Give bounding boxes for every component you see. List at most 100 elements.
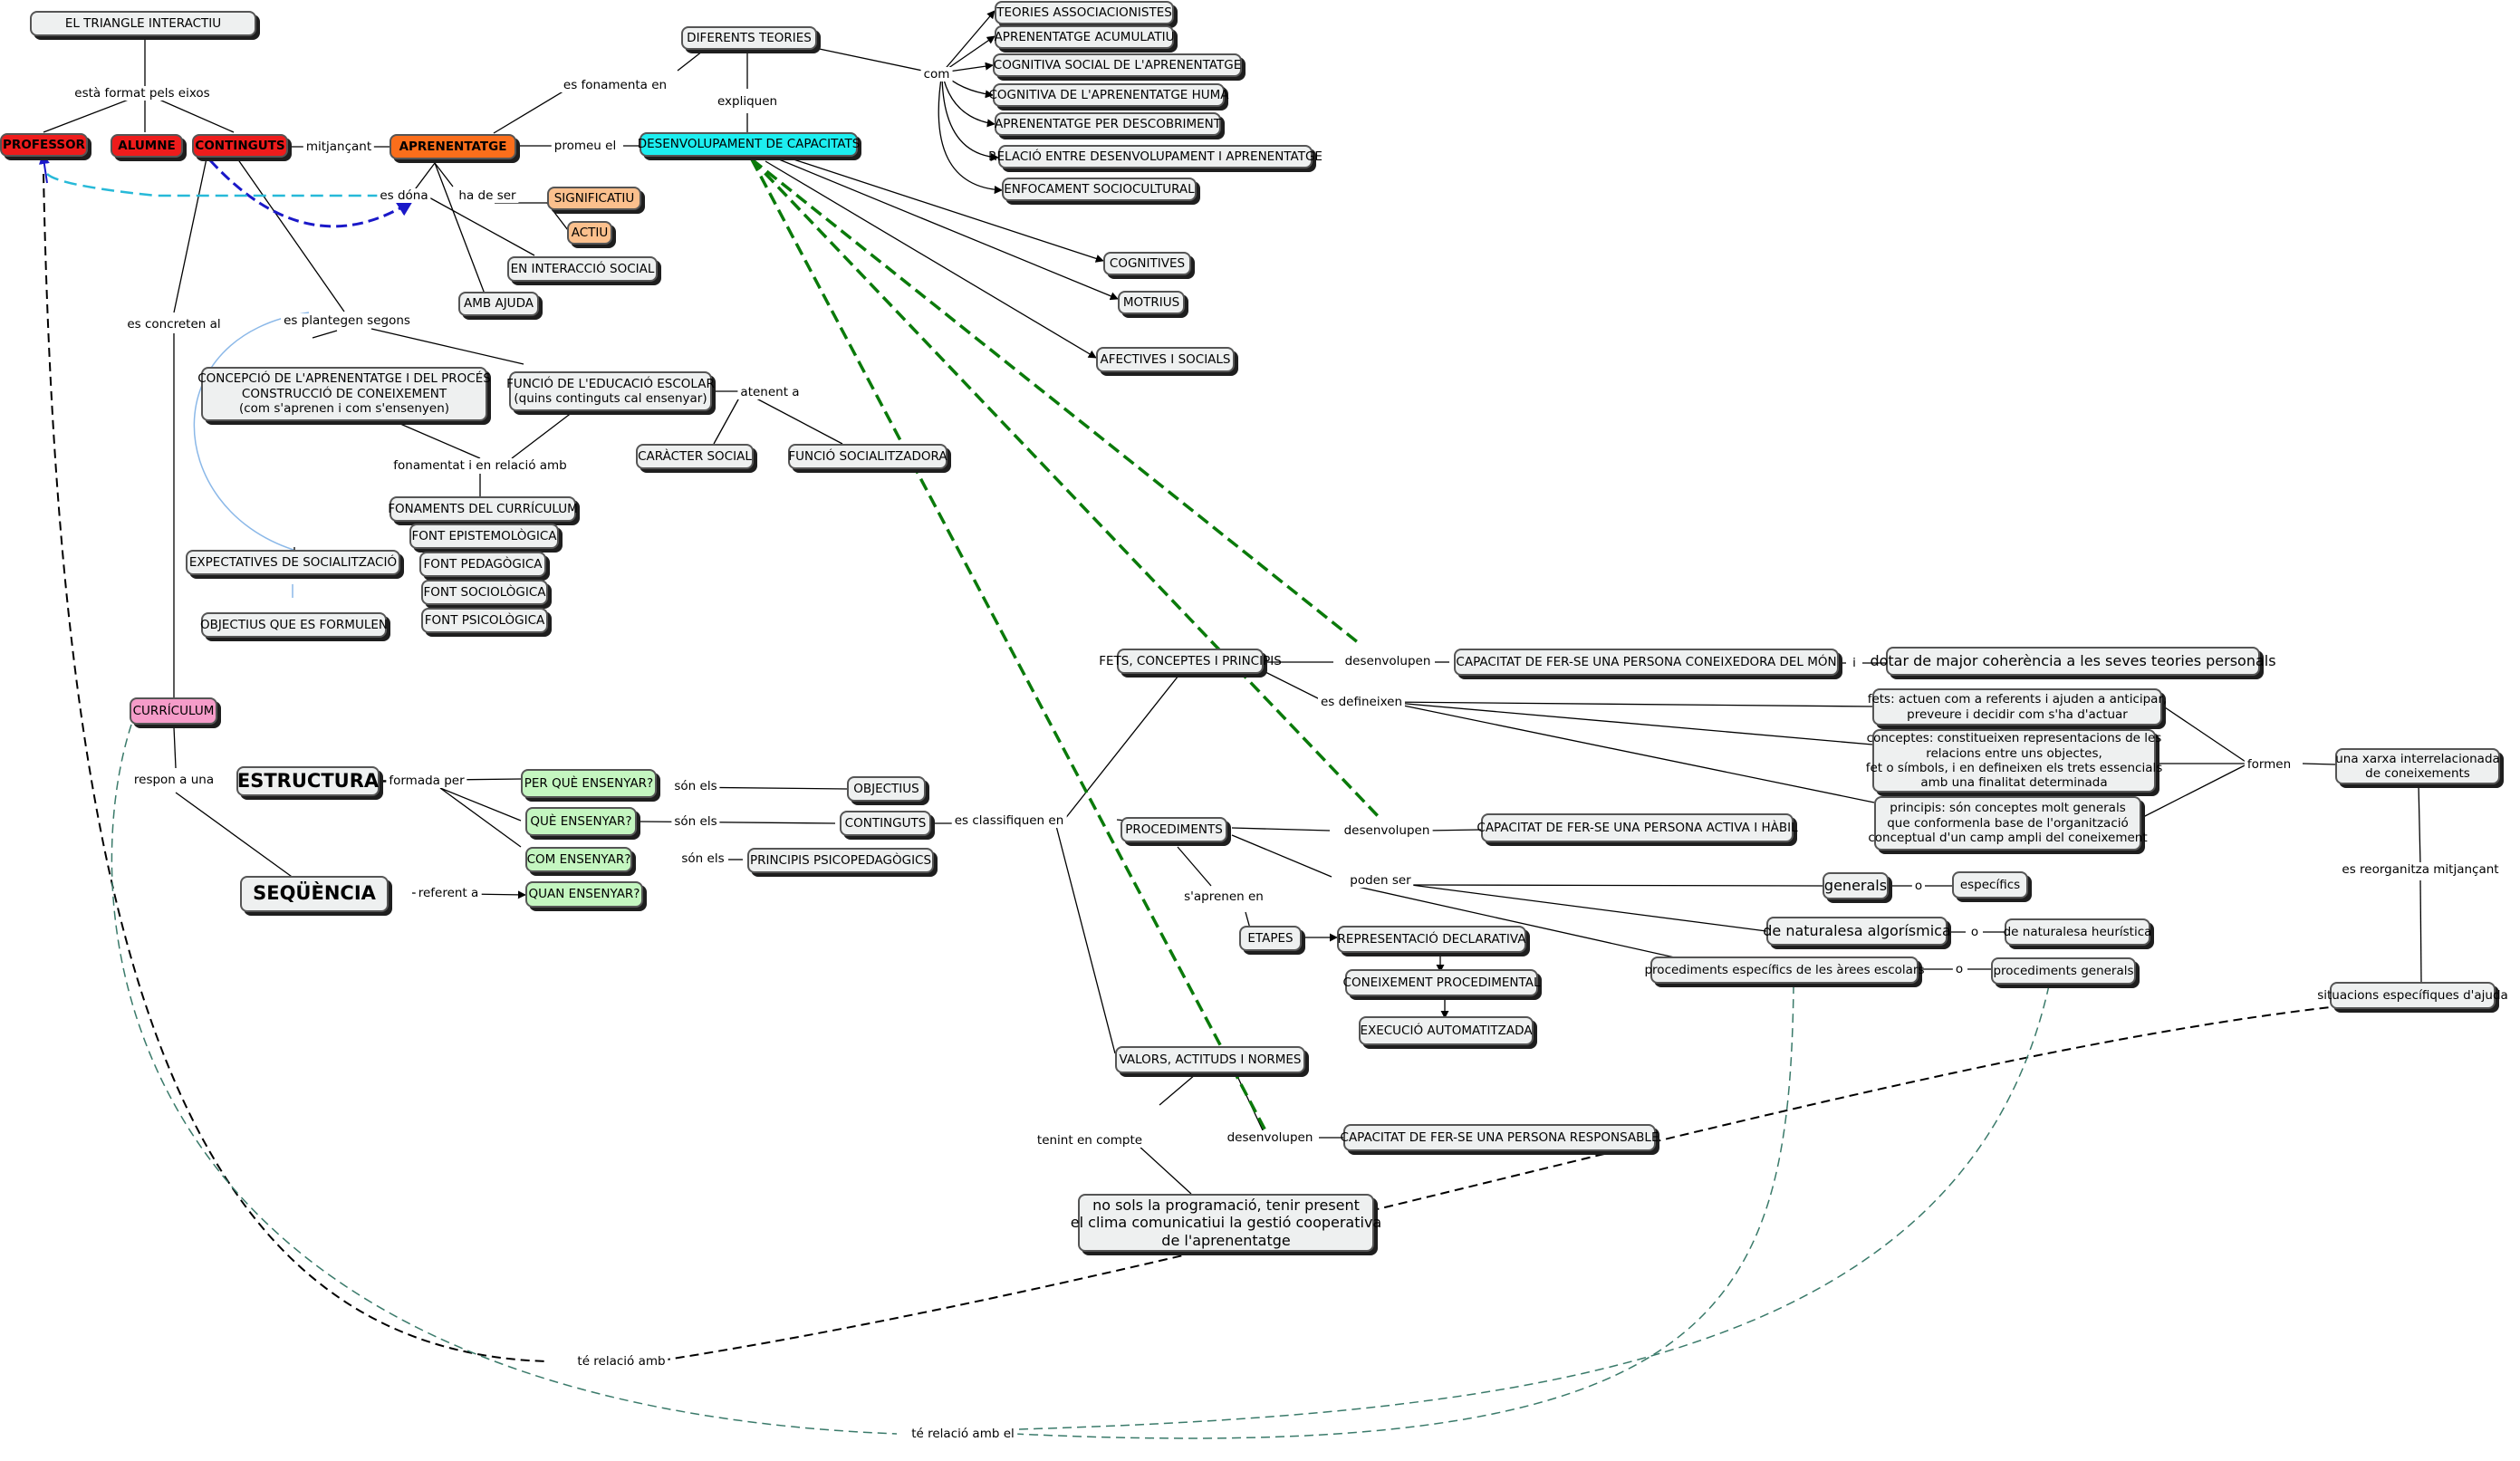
link-label-sonels2: són els xyxy=(671,814,720,829)
link-label-promeu: promeu el xyxy=(551,139,620,153)
node-no-sols[interactable]: no sols la programació, tenir present el… xyxy=(1071,1194,1381,1252)
node-t-cogsoc[interactable]: COGNITIVA SOCIAL DE L'APRENENTATGE xyxy=(993,53,1242,77)
node-fets[interactable]: FETS, CONCEPTES I PRINCIPIS xyxy=(1099,649,1282,674)
link-label-o1: o xyxy=(1911,879,1926,893)
link-label-referent: referent a xyxy=(415,886,482,900)
link-label-respon: respon a una xyxy=(130,773,217,787)
link-label-esdona: es dóna xyxy=(377,188,431,203)
node-etapes[interactable]: ETAPES xyxy=(1239,926,1302,951)
node-q-perque[interactable]: PER QUÈ ENSENYAR? xyxy=(521,769,657,798)
node-estructura[interactable]: ESTRUCTURA xyxy=(236,766,380,796)
link-label-desenv3: desenvolupen xyxy=(1224,1130,1316,1145)
node-t-acum[interactable]: APRENENTATGE ACUMULATIU xyxy=(995,25,1174,49)
node-dotar[interactable]: dotar de major coherència a les seves te… xyxy=(1870,647,2276,676)
link-label-tenint: tenint en compte xyxy=(1034,1133,1146,1148)
node-situacions[interactable]: situacions específiques d'ajuda xyxy=(2317,982,2508,1009)
link-label-formen: formen xyxy=(2244,757,2294,772)
node-fonaments[interactable]: FONAMENTS DEL CURRÍCULUM xyxy=(388,496,578,522)
link-label-desenv2: desenvolupen xyxy=(1341,823,1433,838)
node-alumne[interactable]: ALUMNE xyxy=(111,134,183,158)
node-cap-activa[interactable]: CAPACITAT DE FER-SE UNA PERSONA ACTIVA I… xyxy=(1476,813,1798,842)
node-sequencia[interactable]: SEQÜÈNCIA xyxy=(240,876,389,912)
link-label-format: està format pels eixos xyxy=(72,86,213,101)
node-interaccio[interactable]: EN INTERACCIÓ SOCIAL xyxy=(507,256,658,282)
node-afectives[interactable]: AFECTIVES I SOCIALS xyxy=(1096,347,1235,372)
node-coneix-proc[interactable]: CONEIXEMENT PROCEDIMENTAL xyxy=(1343,969,1540,996)
link-label-formada: formada per xyxy=(386,774,467,788)
node-f-epist[interactable]: FONT EPISTEMOLÒGICA xyxy=(409,524,559,549)
node-algoritmica[interactable]: de naturalesa algorísmica xyxy=(1763,917,1951,946)
node-cap-resp[interactable]: CAPACITAT DE FER-SE UNA PERSONA RESPONSA… xyxy=(1341,1124,1659,1151)
link-label-hadeser: ha de ser xyxy=(456,188,519,203)
node-fets-def[interactable]: fets: actuen com a referents i ajuden a … xyxy=(1868,688,2167,726)
node-f-pedag[interactable]: FONT PEDAGÒGICA xyxy=(419,552,546,577)
link-label-saprenen: s'aprenen en xyxy=(1181,889,1266,904)
node-cap-coneix[interactable]: CAPACITAT DE FER-SE UNA PERSONA CONEIXED… xyxy=(1454,649,1839,676)
node-funcio-soc[interactable]: FUNCIÓ SOCIALITZADORA xyxy=(788,444,947,469)
link-label-fonamenta: es fonamenta en xyxy=(560,78,670,92)
node-f-psico[interactable]: FONT PSICOLÒGICA xyxy=(421,608,548,633)
node-xarxa[interactable]: una xarxa interrelacionada de coneixemen… xyxy=(2335,748,2500,784)
node-t-assoc[interactable]: TEORIES ASSOCIACIONISTES xyxy=(995,1,1174,24)
node-proc-gen[interactable]: procediments generals xyxy=(1991,957,2136,985)
link-label-o2: o xyxy=(1967,925,1982,939)
link-label-plantegen: es plantegen segons xyxy=(281,313,413,328)
link-label-sonels1: són els xyxy=(671,779,720,793)
node-proc-espec[interactable]: procediments específics de les àrees esc… xyxy=(1644,956,1925,984)
node-generals[interactable]: generals xyxy=(1823,872,1889,899)
node-heuristica[interactable]: de naturalesa heurística xyxy=(2004,918,2151,946)
link-label-defineixen: es defineixen xyxy=(1317,695,1406,709)
link-label-podenser: poden ser xyxy=(1347,873,1414,888)
link-label-o3: o xyxy=(1952,962,1967,976)
node-motrius[interactable]: MOTRIUS xyxy=(1118,291,1185,314)
link-label-mitjancant: mitjançant xyxy=(303,139,375,154)
node-caracter[interactable]: CARÀCTER SOCIAL xyxy=(636,444,754,469)
node-especifics[interactable]: específics xyxy=(1952,871,2028,899)
link-label-concreten: es concreten al xyxy=(124,317,224,332)
node-principis-def[interactable]: principis: són conceptes molt generals q… xyxy=(1868,796,2148,851)
link-label-atenent: atenent a xyxy=(737,385,803,399)
node-continguts2[interactable]: CONTINGUTS xyxy=(840,811,931,836)
link-label-reorganitza: es reorganitza mitjançant xyxy=(2339,862,2502,877)
link-label-classifiquen: es classifiquen en xyxy=(951,813,1067,828)
node-amb-ajuda[interactable]: AMB AJUDA xyxy=(458,292,539,316)
link-label-expliquen: expliquen xyxy=(714,94,781,109)
node-t-coghuma[interactable]: COGNITIVA DE L'APRENENTATGE HUMÀ xyxy=(989,83,1229,107)
node-funcio[interactable]: FUNCIÓ DE L'EDUCACIÓ ESCOLAR (quins cont… xyxy=(506,371,715,411)
node-desenvolupament[interactable]: DESENVOLUPAMENT DE CAPACITATS xyxy=(638,132,860,157)
node-principis-psi[interactable]: PRINCIPIS PSICOPEDAGÒGICS xyxy=(747,848,934,873)
node-q-quan[interactable]: QUAN ENSENYAR? xyxy=(525,881,643,908)
link-label-desenv1: desenvolupen xyxy=(1342,654,1434,668)
node-diferents-teories[interactable]: DIFERENTS TEORIES xyxy=(681,26,817,50)
node-triangle[interactable]: EL TRIANGLE INTERACTIU xyxy=(30,11,256,36)
node-valors[interactable]: VALORS, ACTITUDS I NORMES xyxy=(1115,1046,1305,1073)
link-label-terelacio: té relació amb xyxy=(574,1354,668,1369)
link-label-sonels3: són els xyxy=(678,851,727,866)
node-objectius[interactable]: OBJECTIUS xyxy=(847,776,926,802)
node-execucio[interactable]: EXECUCIÓ AUTOMATITZADA xyxy=(1359,1016,1534,1045)
node-conceptes-def[interactable]: conceptes: constitueixen representacions… xyxy=(1866,729,2162,793)
node-cognitives[interactable]: COGNITIVES xyxy=(1103,252,1191,275)
node-objectius-form[interactable]: OBJECTIUS QUE ES FORMULEN xyxy=(200,612,388,638)
node-actiu[interactable]: ACTIU xyxy=(567,221,612,245)
link-label-i: i xyxy=(1850,656,1859,670)
node-t-descob[interactable]: APRENENTATGE PER DESCOBRIMENT xyxy=(995,112,1221,136)
link-label-fonamentat: fonamentat i en relació amb xyxy=(390,458,570,473)
node-f-socio[interactable]: FONT SOCIOLÒGICA xyxy=(421,580,548,605)
node-curriculum[interactable]: CURRÍCULUM xyxy=(130,697,217,725)
node-procediments[interactable]: PROCEDIMENTS xyxy=(1121,817,1227,842)
node-expectatives[interactable]: EXPECTATIVES DE SOCIALITZACIÓ xyxy=(186,550,400,575)
link-label-terelacioel: té relació amb el xyxy=(909,1427,1017,1441)
node-t-relacio[interactable]: RELACIÓ ENTRE DESENVOLUPAMENT I APRENENT… xyxy=(988,145,1323,168)
node-concepcio[interactable]: CONCEPCIÓ DE L'APRENENTATGE I DEL PROCÉS… xyxy=(197,367,491,421)
node-repr[interactable]: REPRESENTACIÓ DECLARATIVA xyxy=(1337,926,1526,953)
node-aprenentatge[interactable]: APRENENTATGE xyxy=(390,134,516,159)
node-continguts-main[interactable]: CONTINGUTS xyxy=(192,134,288,158)
node-professor[interactable]: PROFESSOR xyxy=(0,133,88,157)
node-t-enfoc[interactable]: ENFOCAMENT SOCIOCULTURAL xyxy=(1002,178,1197,201)
node-q-com[interactable]: COM ENSENYAR? xyxy=(525,847,632,872)
node-significatiu[interactable]: SIGNIFICATIU xyxy=(547,187,641,210)
node-q-que[interactable]: QUÈ ENSENYAR? xyxy=(525,807,637,836)
